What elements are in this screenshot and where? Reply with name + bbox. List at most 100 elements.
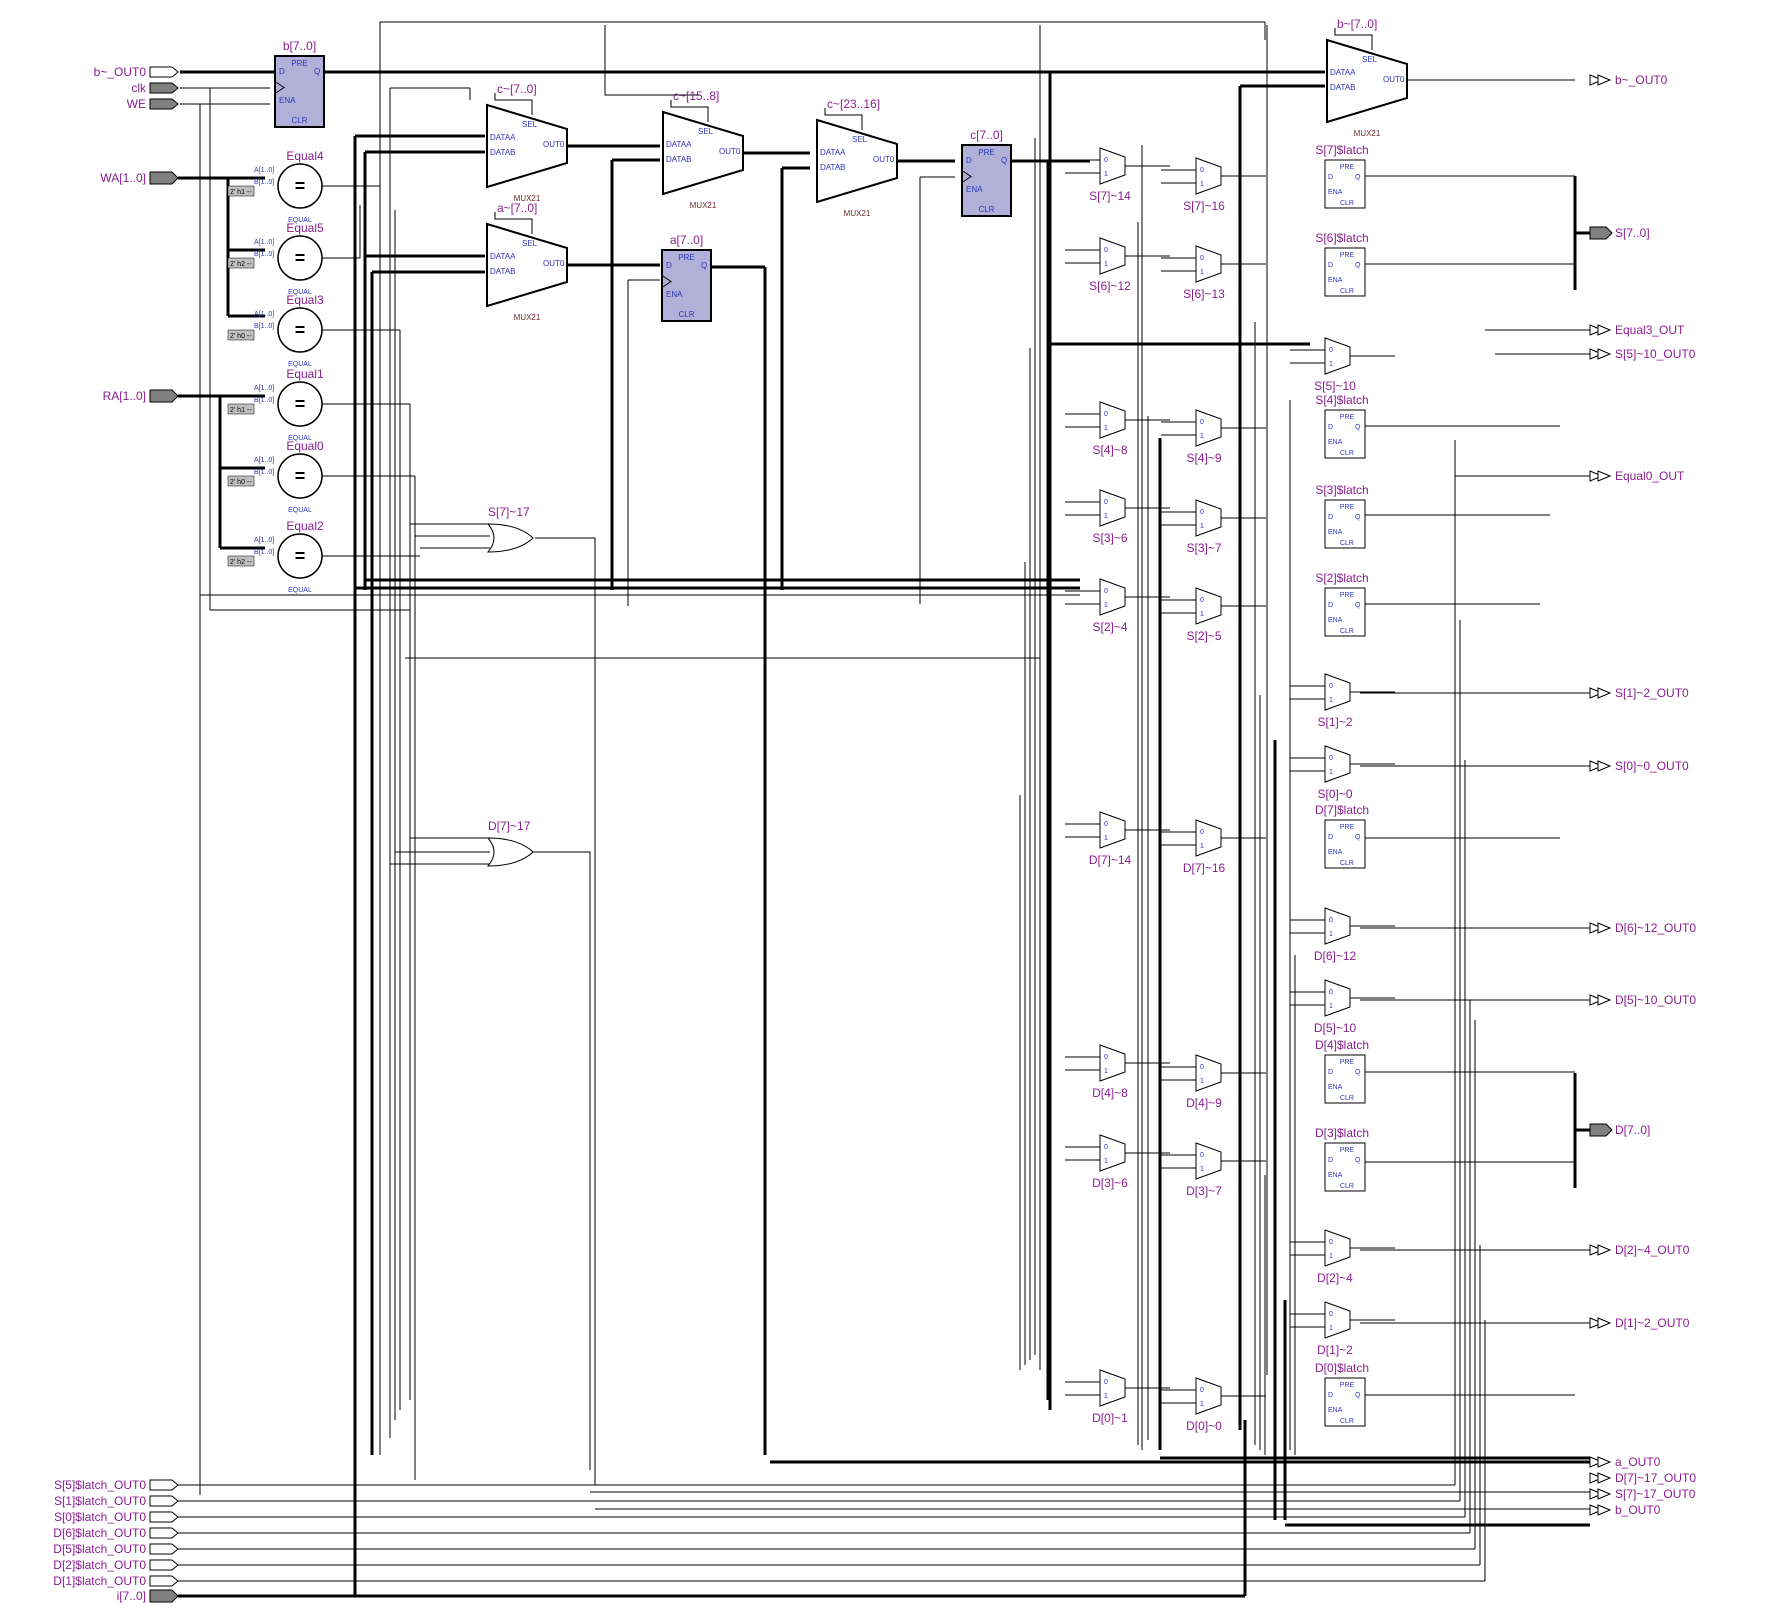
small-mux-one: 1 xyxy=(1329,931,1333,938)
input-pin-label: S[1]$latch_OUT0 xyxy=(54,1494,146,1508)
small-mux-s-2-4: 01S[2]~4 xyxy=(1065,578,1170,634)
output-pin-label: S[7]~17_OUT0 xyxy=(1615,1487,1696,1501)
small-mux-zero: 0 xyxy=(1329,755,1333,762)
output-pin-label: S[5]~10_OUT0 xyxy=(1615,347,1696,361)
input-pin-label: S[5]$latch_OUT0 xyxy=(54,1478,146,1492)
small-mux-body xyxy=(1195,1142,1222,1180)
small-mux-one: 1 xyxy=(1329,1253,1333,1260)
mux-body xyxy=(486,103,568,189)
small-mux-zero: 0 xyxy=(1200,509,1204,516)
mux-type: MUX21 xyxy=(514,313,541,322)
small-mux-d-4-8: 01D[4]~8 xyxy=(1065,1044,1170,1100)
latch-name: D[3]$latch xyxy=(1315,1126,1369,1140)
input-pin-label: D[1]$latch_OUT0 xyxy=(53,1574,146,1588)
small-mux-name: S[5]~10 xyxy=(1314,379,1356,393)
latch-body xyxy=(1324,819,1366,869)
latch-pre: PRE xyxy=(1340,414,1355,421)
mux-type: MUX21 xyxy=(690,201,717,210)
out-arrow-b xyxy=(1597,324,1612,336)
constant-value: 2' h1 -- xyxy=(230,407,252,414)
small-mux-zero: 0 xyxy=(1329,1311,1333,1318)
mux-sel-wire xyxy=(670,100,709,122)
or-gate-name: D[7]~17 xyxy=(488,819,531,833)
small-mux-name: D[4]~8 xyxy=(1092,1086,1128,1100)
latch-body xyxy=(1324,1054,1366,1104)
small-mux-body xyxy=(1195,819,1222,857)
small-mux-zero: 0 xyxy=(1200,255,1204,262)
input-pin-d-2-latch-out0: D[2]$latch_OUT0 xyxy=(53,1558,179,1572)
small-mux-zero: 0 xyxy=(1200,1064,1204,1071)
constant-box xyxy=(227,403,255,415)
comparator-b: B[1..0] xyxy=(254,323,274,330)
small-mux-name: D[3]~6 xyxy=(1092,1176,1128,1190)
small-mux-d-6-12: 01D[6]~12 xyxy=(1290,907,1395,963)
small-mux-inputs xyxy=(1161,831,1196,846)
comparator-a: A[1..0] xyxy=(254,311,274,318)
register-ena: ENA xyxy=(666,290,683,299)
bus-output-pin-d-7-0: D[7..0] xyxy=(1589,1123,1650,1137)
out-arrow-b xyxy=(1597,1456,1612,1468)
small-mux-body xyxy=(1324,1229,1351,1267)
small-mux-one: 1 xyxy=(1329,769,1333,776)
latch-pre: PRE xyxy=(1340,164,1355,171)
comparator-a: A[1..0] xyxy=(254,457,274,464)
bus-input-pin-label: WA[1..0] xyxy=(100,171,146,185)
small-mux-inputs xyxy=(1161,1154,1196,1169)
small-mux-one: 1 xyxy=(1200,433,1204,440)
comparator-name: Equal4 xyxy=(286,149,324,163)
latch-name: S[4]$latch xyxy=(1315,393,1368,407)
output-pin-label: b~_OUT0 xyxy=(1615,73,1668,87)
pin-arrow xyxy=(149,1495,179,1507)
small-mux-inputs xyxy=(1290,919,1325,934)
small-mux-d-5-10: 01D[5]~10 xyxy=(1290,979,1395,1035)
latch-clr: CLR xyxy=(1340,288,1354,295)
or-gate-d-7-17: D[7]~17 xyxy=(486,819,534,867)
small-mux-name: D[7]~16 xyxy=(1183,861,1226,875)
input-pin-label: WE xyxy=(127,97,146,111)
small-mux-body xyxy=(1195,587,1222,625)
latch-q: Q xyxy=(1355,1069,1361,1076)
mux-name: c~[15..8] xyxy=(673,89,719,103)
latch-ena: ENA xyxy=(1328,849,1343,856)
mux-datab: DATAB xyxy=(490,267,515,276)
comparator-body xyxy=(277,453,323,499)
comparator-type: EQUAL xyxy=(288,435,312,442)
input-pin-label: D[2]$latch_OUT0 xyxy=(53,1558,146,1572)
small-mux-s-2-5: 01S[2]~5 xyxy=(1161,587,1266,643)
small-mux-inputs xyxy=(1290,685,1325,700)
register-clr: CLR xyxy=(678,310,694,319)
latch-name: S[2]$latch xyxy=(1315,571,1368,585)
small-mux-inputs xyxy=(1161,1389,1196,1404)
constant-value: 2' h1 -- xyxy=(230,189,252,196)
small-mux-inputs xyxy=(1065,1146,1100,1161)
small-mux-zero: 0 xyxy=(1329,989,1333,996)
small-mux-one: 1 xyxy=(1329,361,1333,368)
mux-sel: SEL xyxy=(522,239,538,248)
comparator-b: B[1..0] xyxy=(254,469,274,476)
latch-ena: ENA xyxy=(1328,189,1343,196)
small-mux-zero: 0 xyxy=(1200,1152,1204,1159)
comparator-type: EQUAL xyxy=(288,289,312,296)
small-mux-body xyxy=(1099,237,1126,275)
or-gate-name: S[7]~17 xyxy=(488,505,530,519)
latch-clr: CLR xyxy=(1340,628,1354,635)
register-clr: CLR xyxy=(978,205,994,214)
register-d: D xyxy=(666,261,672,270)
latch-d: D xyxy=(1328,262,1333,269)
small-mux-s-0-0: 01S[0]~0 xyxy=(1290,745,1395,801)
bus-pin-arrow xyxy=(149,171,179,185)
input-pin-d-5-latch-out0: D[5]$latch_OUT0 xyxy=(53,1542,179,1556)
comparator-name: Equal2 xyxy=(286,519,324,533)
input-pin-label: b~_OUT0 xyxy=(94,65,147,79)
small-mux-zero: 0 xyxy=(1104,1144,1108,1151)
mux-out: OUT0 xyxy=(543,259,565,268)
mux-out: OUT0 xyxy=(873,155,895,164)
out-arrow-a xyxy=(1589,348,1604,360)
out-arrow-a xyxy=(1589,1472,1604,1484)
latch-d: D xyxy=(1328,834,1333,841)
comparator-a: A[1..0] xyxy=(254,385,274,392)
